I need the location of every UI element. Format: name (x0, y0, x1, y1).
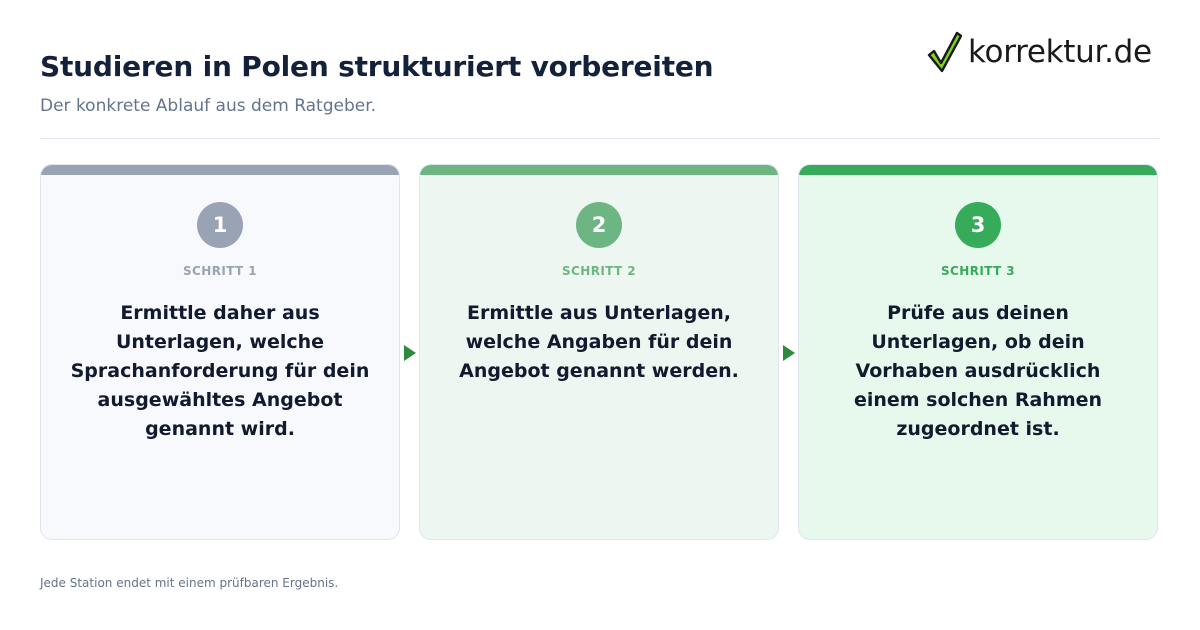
step-number-badge: 1 (197, 202, 243, 248)
step-text: Prüfe aus deinen Unterlagen, ob dein Vor… (853, 302, 1103, 440)
step-card-2: 2 SCHRITT 2 Ermittle aus Unterlagen, wel… (419, 164, 779, 540)
step-card-3: 3 SCHRITT 3 Prüfe aus deinen Unterlagen,… (798, 164, 1158, 540)
brand-logo[interactable]: korrektur.de (926, 30, 1152, 74)
step-card-1: 1 SCHRITT 1 Ermittle daher aus Unterlage… (40, 164, 400, 540)
checkmark-icon (926, 30, 962, 74)
step-arrow-icon (404, 345, 416, 361)
step-number-badge: 2 (576, 202, 622, 248)
step-arrow-icon (783, 345, 795, 361)
footnote: Jede Station endet mit einem prüfbaren E… (40, 576, 339, 590)
step-card-accent-bar (799, 165, 1157, 175)
step-card-accent-bar (420, 165, 778, 175)
step-label: SCHRITT 2 (562, 264, 636, 278)
page-title: Studieren in Polen strukturiert vorberei… (40, 50, 714, 83)
step-label: SCHRITT 3 (941, 264, 1015, 278)
page-subtitle: Der konkrete Ablauf aus dem Ratgeber. (40, 96, 377, 116)
step-number-badge: 3 (955, 202, 1001, 248)
header-divider (40, 138, 1160, 139)
step-text: Ermittle daher aus Unterlagen, welche Sp… (70, 302, 370, 440)
step-card-accent-bar (41, 165, 399, 175)
logo-text: korrektur.de (968, 34, 1152, 70)
step-label: SCHRITT 1 (183, 264, 257, 278)
step-text: Ermittle aus Unterlagen, welche Angaben … (459, 302, 739, 382)
